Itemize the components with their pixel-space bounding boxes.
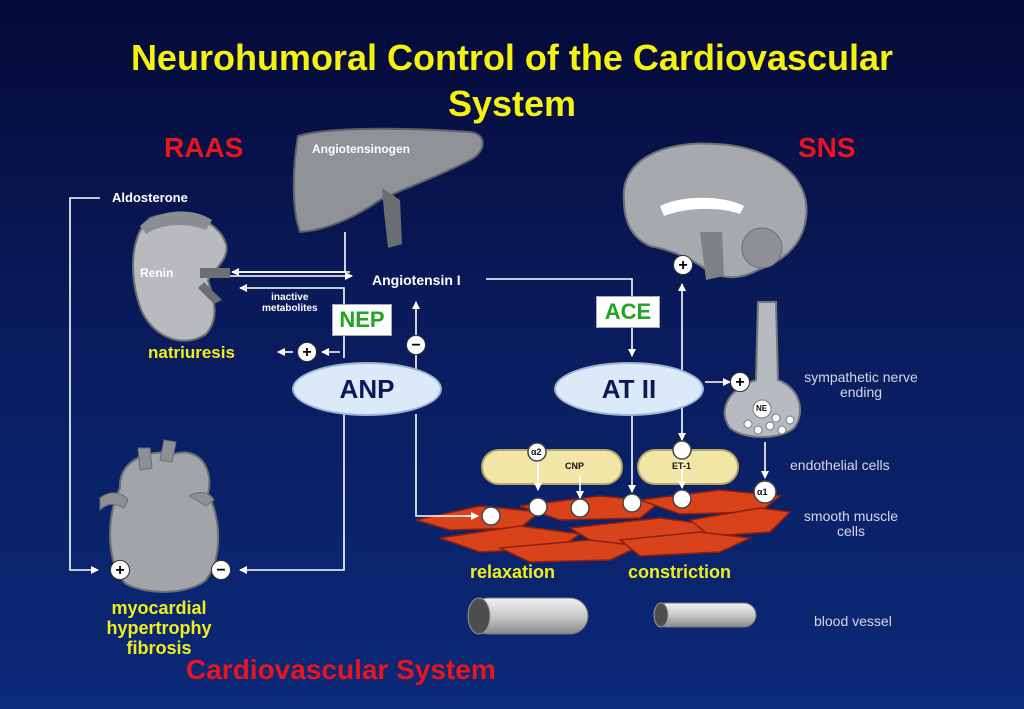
nerve-vesicles — [743, 413, 795, 435]
cardiovascular-system-label: Cardiovascular System — [186, 654, 496, 685]
page-title: Neurohumoral Control of the Cardiovascul… — [130, 37, 894, 78]
raas-label: RAAS — [164, 132, 244, 163]
alpha1-label: α1 — [757, 487, 768, 497]
renin-label: Renin — [140, 266, 174, 280]
myocardial-label: myocardial hypertrophy fibrosis — [84, 598, 234, 658]
nerve-axon — [723, 301, 802, 438]
endothelial-cells-label: endothelial cells — [790, 457, 890, 473]
cerebellum — [741, 227, 783, 269]
minus-sign-anp-angiotensin: − — [406, 335, 426, 355]
plus-sign-natriuresis: + — [297, 342, 317, 362]
sympathetic-line2: ending — [839, 384, 883, 400]
blood-vessel-label: blood vessel — [814, 613, 892, 629]
blood-vessel-dilated — [467, 597, 589, 635]
sympathetic-line1: sympathetic nerve — [804, 369, 918, 385]
ace-box: ACE — [596, 296, 660, 328]
page-title-line2: System — [447, 83, 577, 124]
alpha1-receptor — [753, 480, 777, 504]
brain-corpus — [660, 197, 744, 216]
plus-sign-heart: + — [110, 560, 130, 580]
et1-label: ET-1 — [672, 461, 692, 471]
angiotensin1-label: Angiotensin I — [372, 272, 461, 288]
sns-label: SNS — [798, 132, 856, 163]
liver-duct — [382, 188, 402, 248]
myo-line1: myocardial — [111, 598, 207, 618]
heart-vessels — [99, 439, 215, 512]
receptor-circles — [481, 440, 692, 526]
smooth-muscle-label: smooth muscle cells — [786, 509, 916, 539]
nep-box: NEP — [332, 304, 392, 336]
aldosterone-label: Aldosterone — [112, 190, 188, 205]
ne-vesicle — [752, 399, 772, 419]
adrenal-gland — [140, 211, 212, 234]
plus-sign-brain: + — [673, 255, 693, 275]
inactive-line2: metabolites — [262, 303, 318, 314]
myo-line2: hypertrophy — [106, 618, 212, 638]
relaxation-label: relaxation — [470, 562, 556, 582]
smooth-line2: cells — [836, 523, 865, 539]
inactive-metabolites-label: inactive metabolites — [262, 292, 318, 314]
angiotensinogen-label: Angiotensinogen — [312, 142, 410, 156]
myo-line3: fibrosis — [126, 638, 192, 658]
endothelial-cell-left — [481, 449, 623, 485]
sympathetic-nerve-label: sympathetic nerve ending — [786, 370, 936, 400]
kidney-shape — [132, 213, 228, 342]
alpha2-label: α2 — [531, 447, 542, 457]
atii-oval: AT II — [554, 362, 704, 416]
cnp-label: CNP — [565, 461, 585, 471]
smooth-muscle-cells — [415, 489, 792, 563]
liver-shape — [292, 127, 484, 234]
minus-sign-heart: − — [211, 560, 231, 580]
blood-vessel-constricted — [653, 602, 757, 628]
smooth-line1: smooth muscle — [803, 508, 899, 524]
plus-sign-sympathetic: + — [730, 372, 750, 392]
ne-label: NE — [756, 404, 768, 413]
anp-oval: ANP — [292, 362, 442, 416]
constriction-label: constriction — [628, 562, 732, 582]
inactive-line1: inactive — [271, 292, 309, 303]
brainstem — [700, 232, 724, 280]
renal-vessels — [198, 268, 230, 304]
natriuresis-label: natriuresis — [148, 343, 235, 362]
